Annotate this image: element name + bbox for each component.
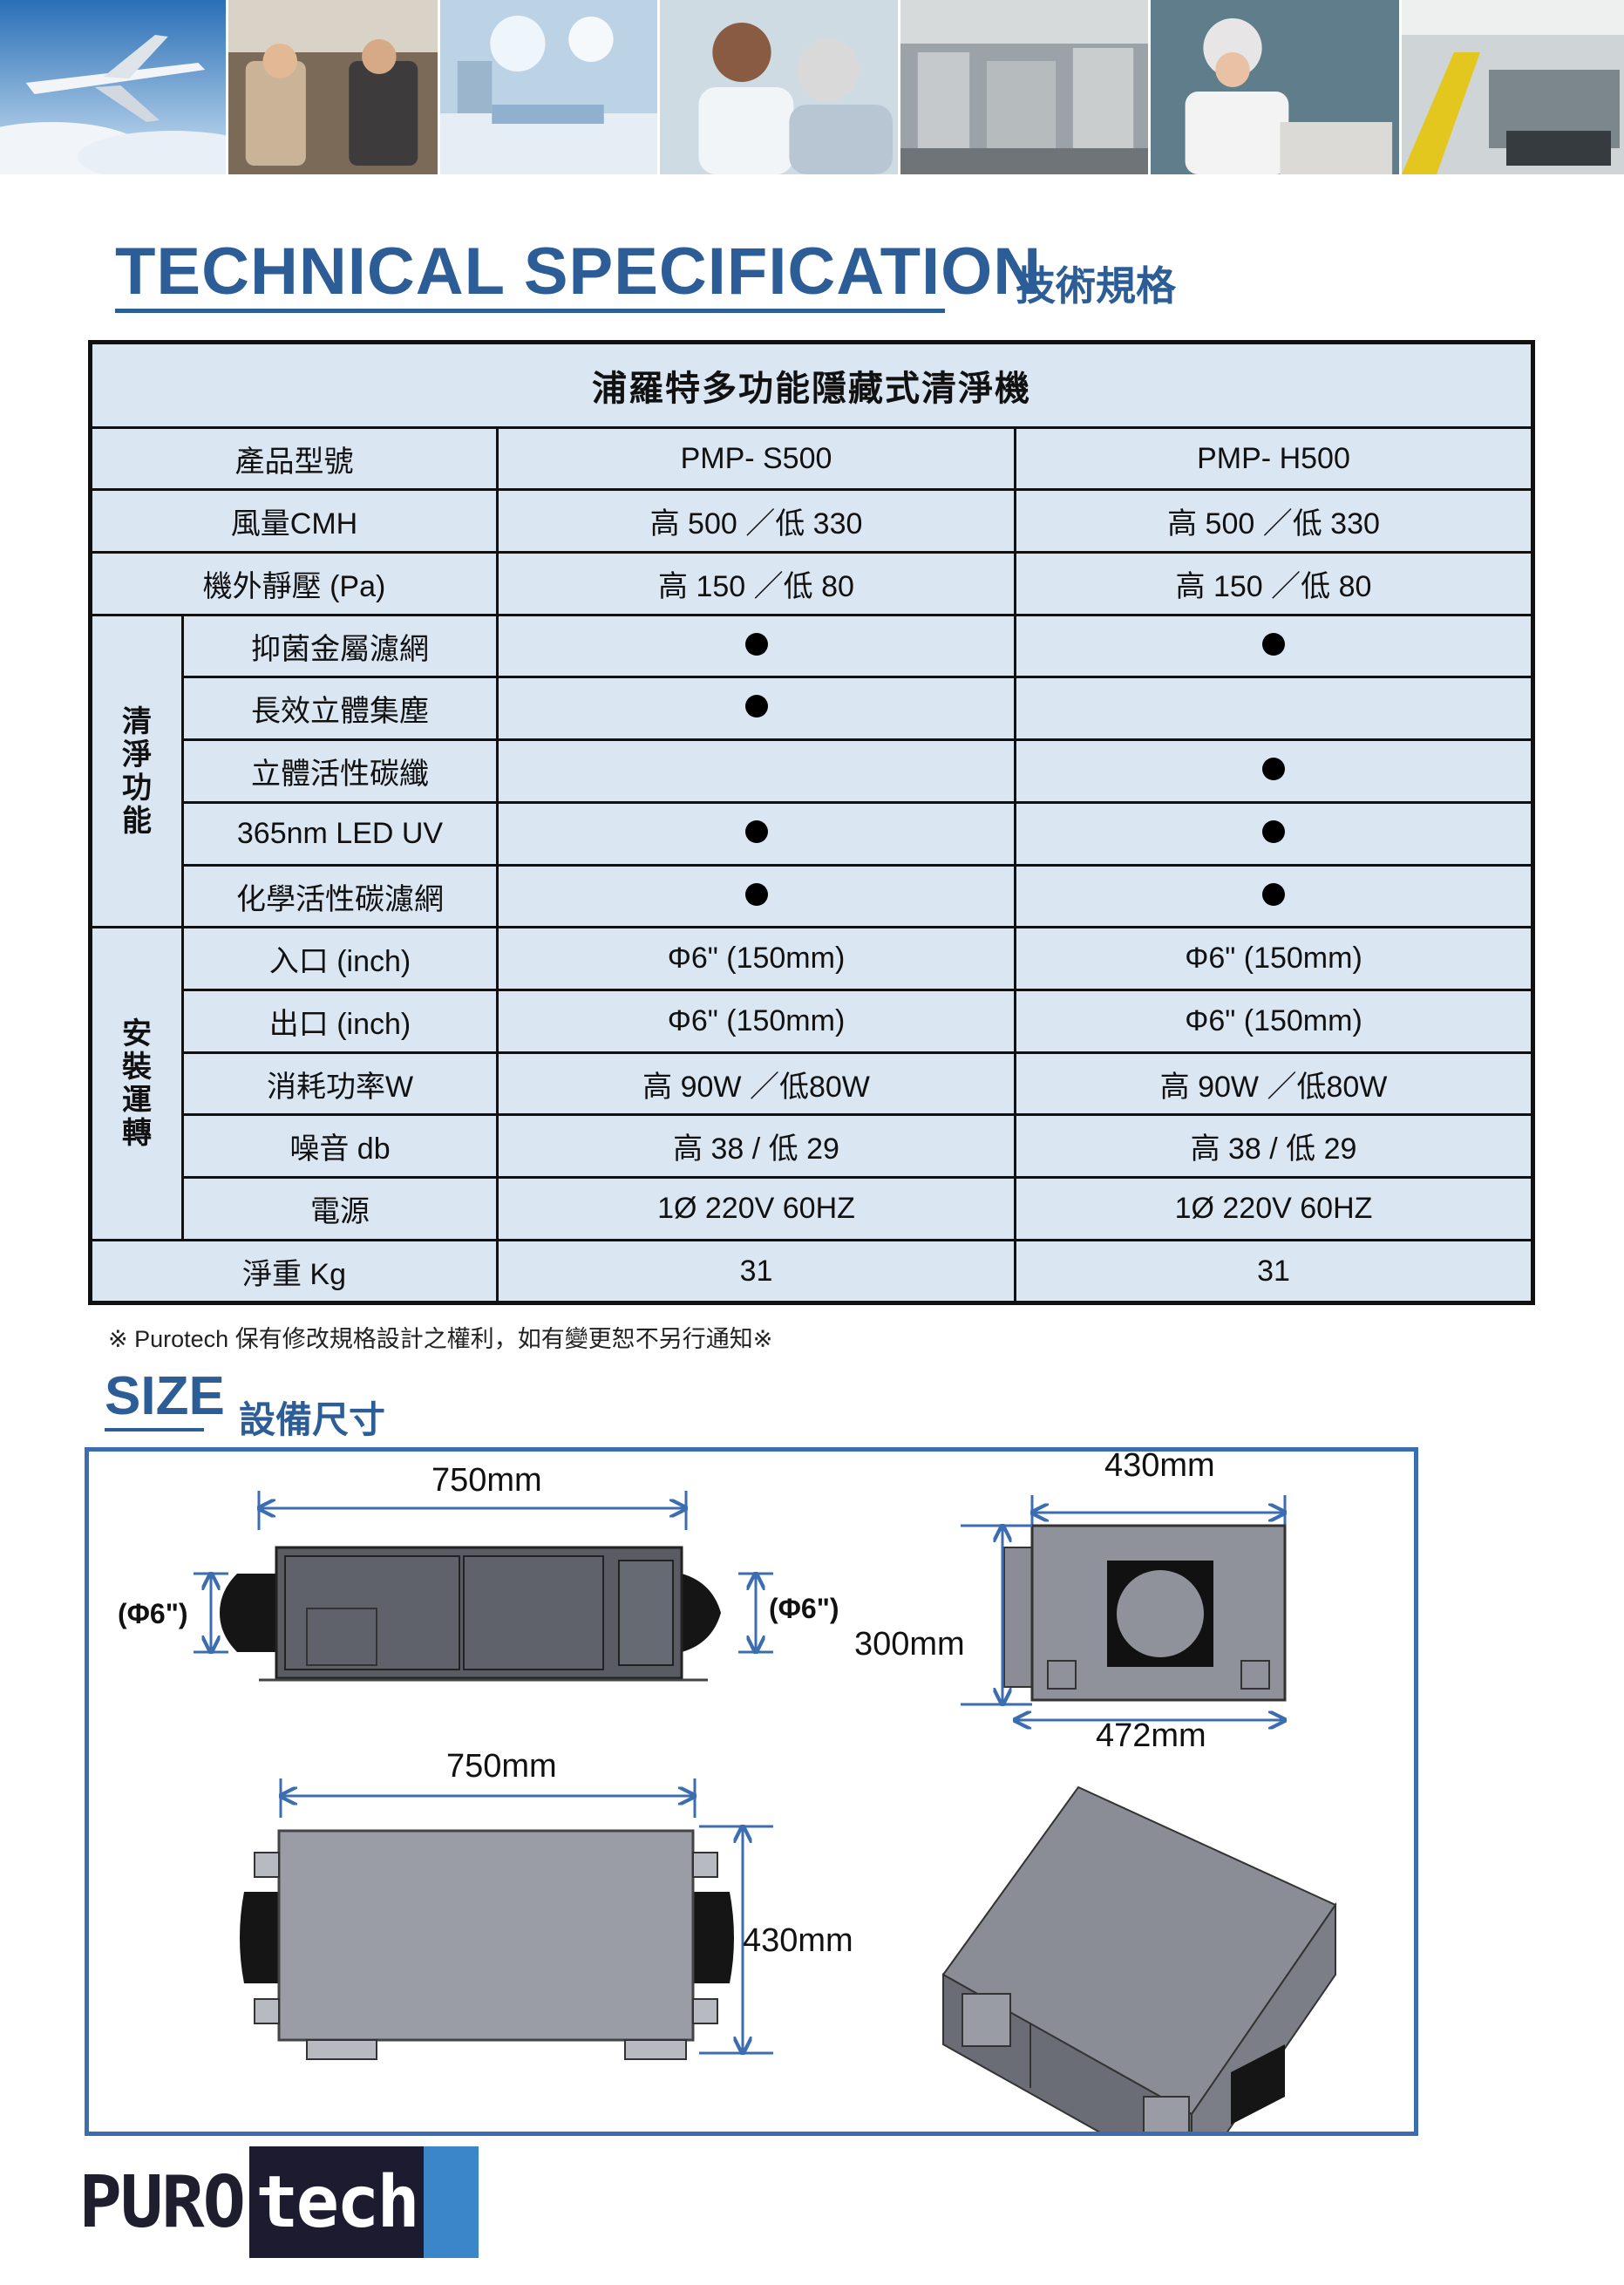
lab-worker-photo [1151,0,1402,174]
dim-front-bottom: 472mm [1096,1717,1206,1754]
logo-accent-block [424,2146,479,2258]
feature-cell [496,738,1016,804]
feature-cell [1014,738,1534,804]
front-view-drawing [961,1495,1285,1720]
dim-front-width: 430mm [1104,1447,1215,1484]
dim-front-height: 300mm [854,1626,965,1663]
model-h500: PMP- H500 [1014,426,1534,491]
disclaimer-note: ※ Purotech 保有修改規格設計之權利，如有變更恕不另行通知※ [108,1326,773,1352]
feature-cell [1014,676,1534,741]
cell-value: 高 500 ／低 330 [496,488,1016,554]
nurse-patient-photo [660,0,900,174]
production-line-photo [1402,0,1624,174]
dim-top-length: 750mm [446,1748,557,1785]
bullet-dot-icon [744,820,768,843]
cell-value: 高 500 ／低 330 [1014,488,1534,554]
feature-cell [496,801,1016,867]
row-label: 抑菌金屬濾網 [181,614,499,678]
row-label-weight: 淨重 Kg [89,1239,499,1304]
isometric-view-drawing [941,1785,1337,2132]
unit-drawings [194,1491,1337,2132]
side-view-drawing [194,1491,773,1682]
cell-value: 31 [1014,1239,1534,1304]
cell-value: 高 38 / 低 29 [496,1113,1016,1179]
bullet-dot-icon [1262,758,1285,780]
dim-side-length: 750mm [431,1462,542,1499]
table-heading: 浦羅特多功能隱藏式清淨機 [89,341,1534,429]
model-s500: PMP- S500 [496,426,1016,491]
cell-value: 高 38 / 低 29 [1014,1113,1534,1179]
group-label-install: 安 裝 運 轉 [89,926,184,1241]
group-label-cleaning: 清 淨 功 能 [89,614,184,928]
bullet-dot-icon [744,695,768,717]
factory-photo [900,0,1151,174]
row-label: 消耗功率W [181,1051,499,1116]
bullet-dot-icon [744,882,768,906]
row-label: 365nm LED UV [181,801,499,867]
feature-cell [1014,614,1534,678]
row-label-airflow: 風量CMH [89,488,499,554]
top-view-drawing [240,1778,773,2060]
row-label: 長效立體集塵 [181,676,499,741]
cell-value: 高 150 ／低 80 [496,551,1016,616]
row-label: 立體活性碳纖 [181,738,499,804]
row-label: 噪音 db [181,1113,499,1179]
row-label: 出口 (inch) [181,989,499,1054]
photo-banner [0,0,1624,174]
dimension-drawing-panel: 750mm (Φ6") (Φ6") 430mm 300mm 472mm 750m… [85,1447,1418,2136]
row-label-static-pressure: 機外靜壓 (Pa) [89,551,499,616]
page-title-zh: 技術規格 [1016,263,1176,309]
bullet-dot-icon [744,632,768,656]
page-title: TECHNICAL SPECIFICATION [115,235,1043,309]
feature-cell [1014,864,1534,928]
purotech-logo: PURO tech [65,2146,492,2258]
title-underline [115,309,945,313]
logo-part-puro: PURO [78,2160,246,2244]
cabin-photo [228,0,440,174]
bullet-dot-icon [1262,632,1285,656]
cell-value: 高 90W ／低80W [496,1051,1016,1116]
cell-value: Φ6" (150mm) [1014,989,1534,1054]
dim-top-width: 430mm [743,1922,853,1959]
size-title-underline [105,1428,204,1432]
dim-inlet-left: (Φ6") [118,1598,188,1629]
size-title-zh: 設備尺寸 [239,1399,386,1440]
model-label: 產品型號 [89,426,499,491]
spec-table: 浦羅特多功能隱藏式清淨機 產品型號 PMP- S500 PMP- H500 風量… [88,340,1535,1305]
operating-room-photo [440,0,660,174]
dim-inlet-right: (Φ6") [769,1593,839,1624]
feature-cell [1014,801,1534,867]
cell-value: 高 90W ／低80W [1014,1051,1534,1116]
bullet-dot-icon [1262,820,1285,843]
cell-value: Φ6" (150mm) [1014,926,1534,991]
feature-cell [496,864,1016,928]
cell-value: Φ6" (150mm) [496,989,1016,1054]
feature-cell [496,676,1016,741]
feature-cell [496,614,1016,678]
cell-value: 1Ø 220V 60HZ [496,1176,1016,1241]
cell-value: 1Ø 220V 60HZ [1014,1176,1534,1241]
row-label: 入口 (inch) [181,926,499,991]
airplane-photo [0,0,228,174]
cell-value: 31 [496,1239,1016,1304]
bullet-dot-icon [1262,882,1285,906]
row-label: 化學活性碳濾網 [181,864,499,928]
row-label: 電源 [181,1176,499,1241]
size-title: SIZE [105,1366,225,1426]
logo-part-tech: tech [249,2146,424,2258]
cell-value: 高 150 ／低 80 [1014,551,1534,616]
cell-value: Φ6" (150mm) [496,926,1016,991]
